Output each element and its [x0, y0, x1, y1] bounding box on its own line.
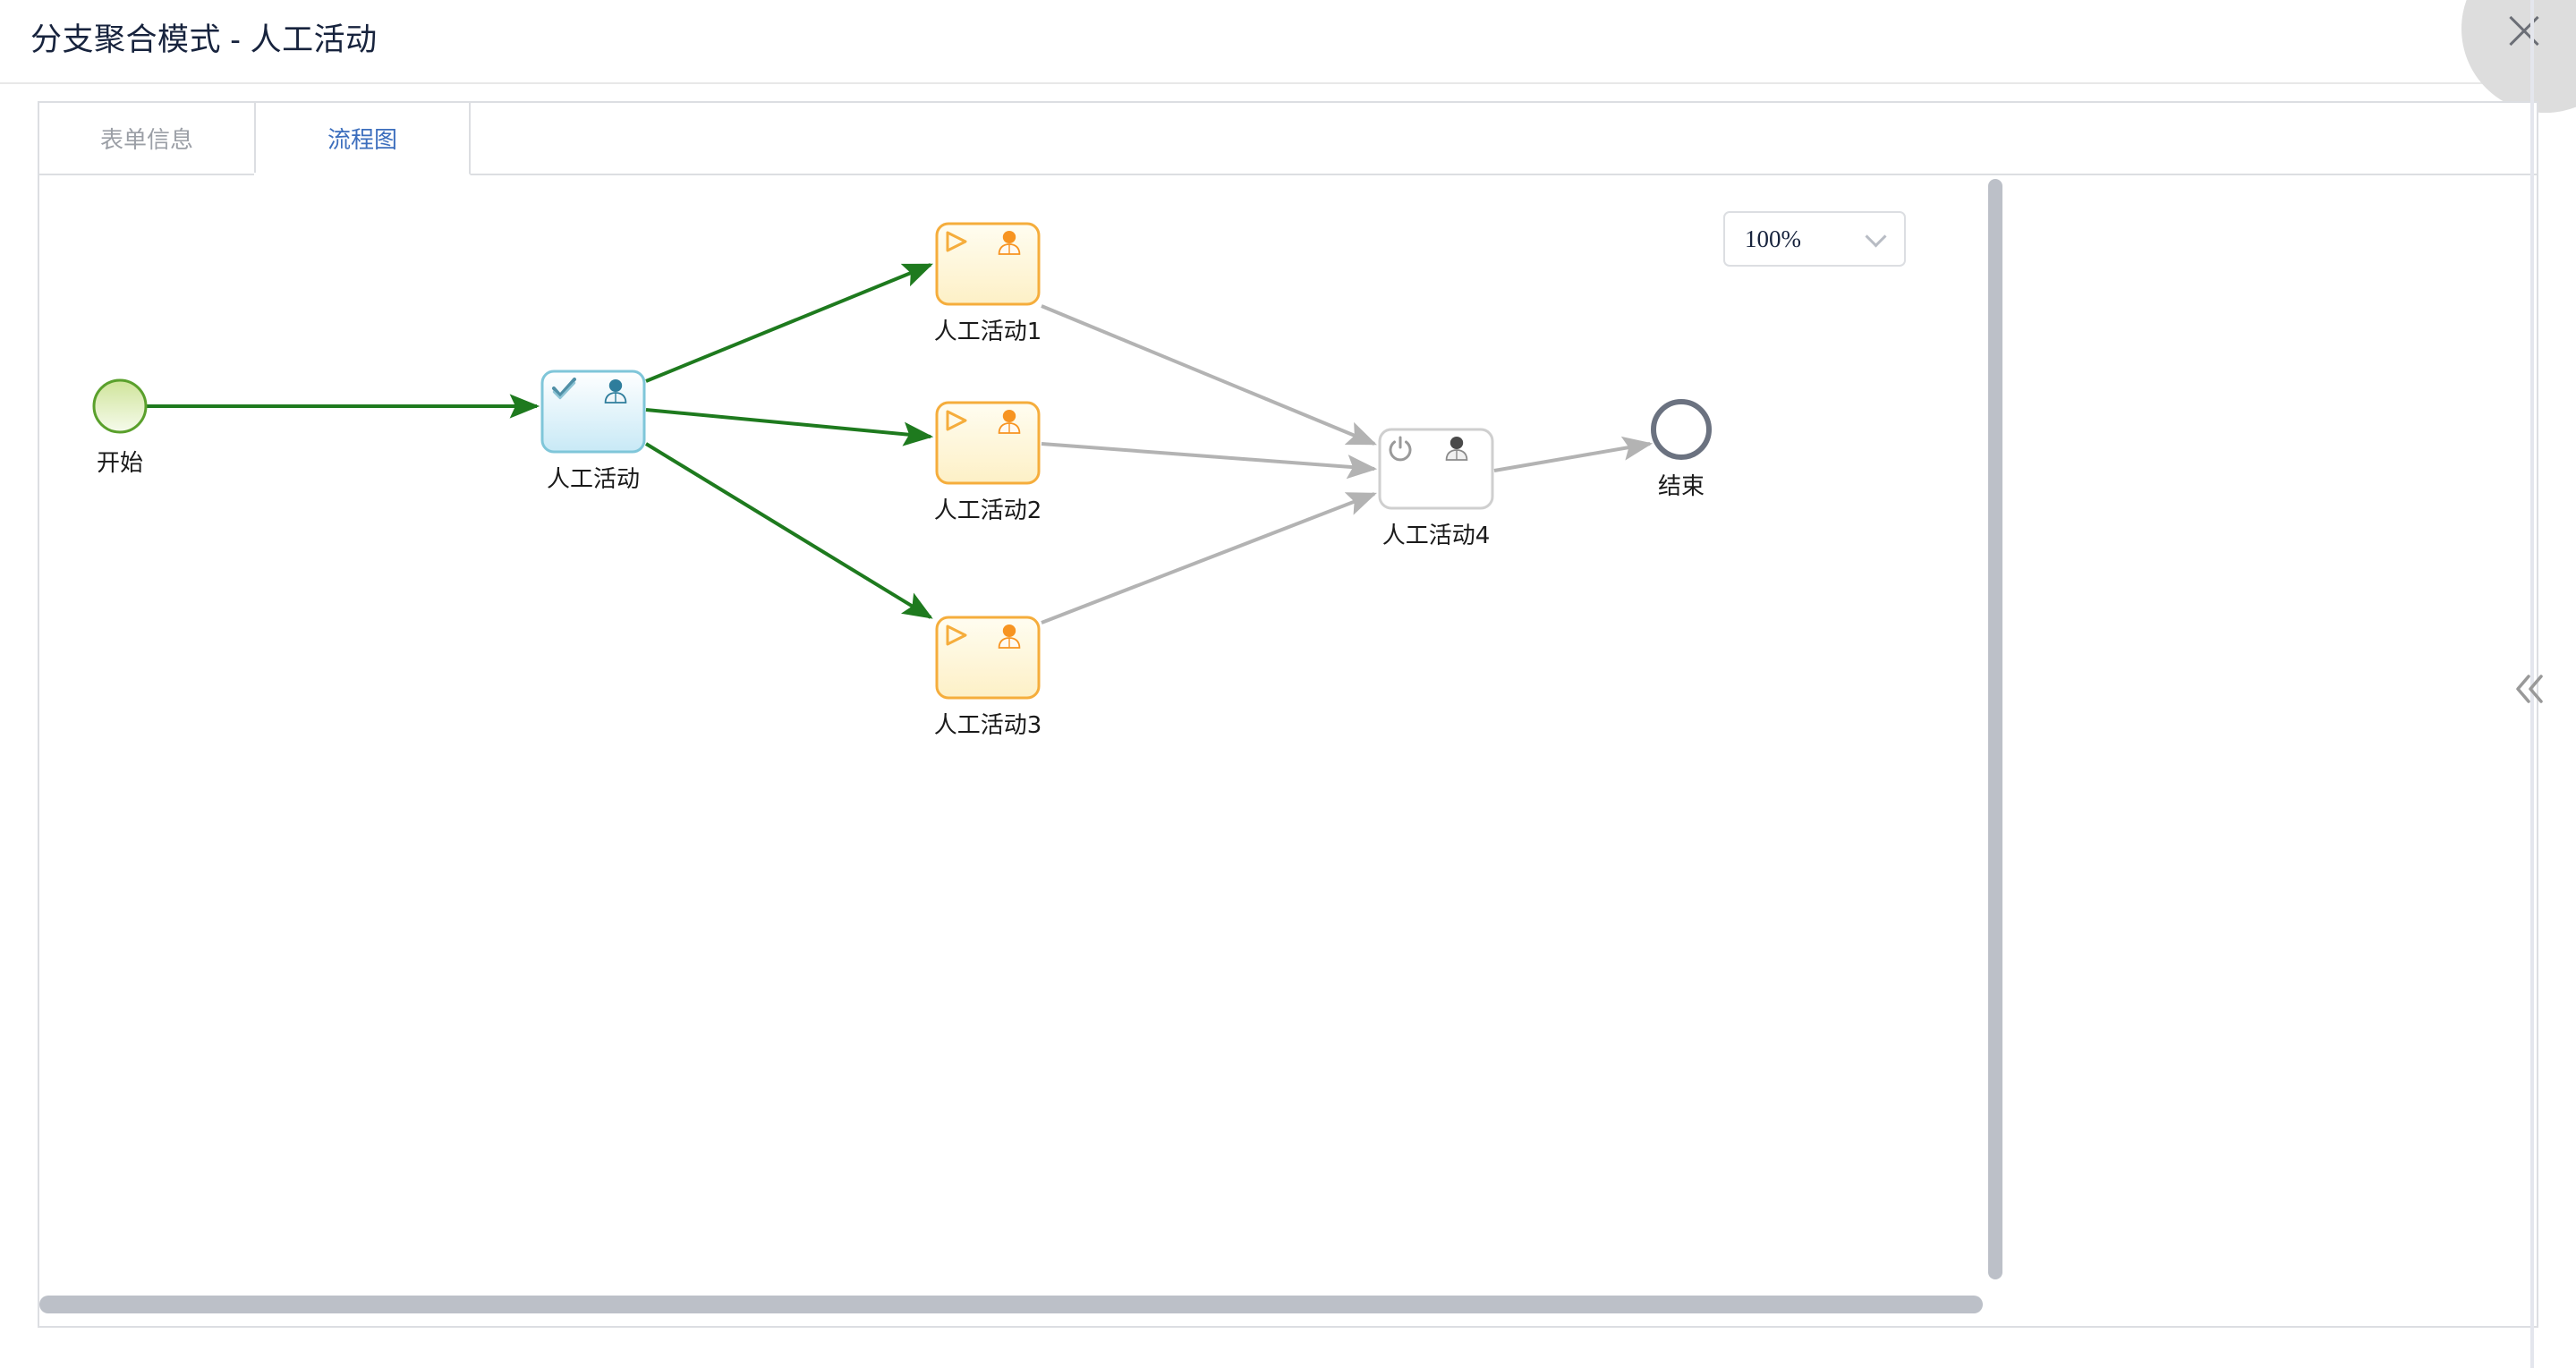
- tab-label: 表单信息: [99, 126, 193, 153]
- node-end[interactable]: 结束: [1651, 399, 1712, 500]
- edge-task2-task4: [1041, 442, 1378, 480]
- active-tab-merge: [254, 173, 467, 176]
- zoom-value: 100%: [1745, 225, 1801, 252]
- edge-task0-task3: [644, 442, 933, 619]
- double-chevron-left-icon: [2516, 675, 2543, 703]
- tab-form-info[interactable]: 表单信息: [38, 101, 254, 175]
- tab-flow-chart[interactable]: 流程图: [254, 101, 471, 175]
- node-task3[interactable]: 人工活动3: [934, 616, 1042, 739]
- close-button[interactable]: [2461, 0, 2576, 113]
- edge-task0-task2: [645, 408, 934, 446]
- collapse-panel-button[interactable]: [2505, 662, 2559, 716]
- node-task1-label: 人工活动1: [934, 319, 1042, 345]
- flow-canvas-panel: 开始 人工活动: [38, 174, 2538, 1328]
- user-icon-orange: [998, 625, 1021, 649]
- node-start-label: 开始: [97, 450, 143, 477]
- edge-task1-task4: [1041, 304, 1377, 446]
- node-task0[interactable]: 人工活动: [540, 370, 646, 493]
- play-icon: [946, 410, 967, 431]
- tab-strip-filler: [468, 101, 2538, 175]
- power-icon: [1389, 436, 1412, 462]
- node-task4[interactable]: 人工活动4: [1378, 428, 1494, 549]
- edge-task3-task4: [1041, 492, 1377, 625]
- edge-task4-end: [1493, 436, 1654, 472]
- zoom-select[interactable]: 100%: [1723, 211, 1906, 267]
- node-task3-label: 人工活动3: [934, 712, 1042, 739]
- horizontal-scrollbar-thumb[interactable]: [39, 1296, 1983, 1313]
- vertical-scrollbar-thumb[interactable]: [1988, 179, 2002, 1279]
- chevron-down-icon: [1866, 229, 1886, 249]
- user-icon-gray: [1445, 437, 1468, 461]
- user-icon-blue: [604, 379, 627, 404]
- page-title: 分支聚合模式 - 人工活动: [30, 22, 378, 57]
- task-box: [540, 370, 646, 454]
- horizontal-scrollbar[interactable]: [39, 1296, 2535, 1313]
- close-icon: [2504, 11, 2544, 50]
- vertical-scrollbar[interactable]: [1988, 175, 2002, 1279]
- node-end-label: 结束: [1658, 473, 1705, 500]
- play-icon: [946, 625, 967, 646]
- user-icon-orange: [998, 231, 1021, 255]
- start-event-circle: [92, 378, 148, 434]
- panel-divider: [2530, 0, 2534, 1368]
- node-task2-label: 人工活动2: [934, 497, 1042, 524]
- edge-group-pending: [1041, 304, 1654, 625]
- play-icon: [946, 231, 967, 252]
- edge-task0-task1: [645, 263, 933, 383]
- edge-group-done: [147, 263, 934, 619]
- dialog-header: 分支聚合模式 - 人工活动: [0, 0, 2576, 113]
- node-task1[interactable]: 人工活动1: [934, 222, 1042, 345]
- node-start[interactable]: 开始: [92, 378, 148, 477]
- task-box: [1378, 428, 1494, 510]
- node-task2[interactable]: 人工活动2: [934, 401, 1042, 524]
- node-task0-label: 人工活动: [547, 466, 640, 493]
- tab-strip: 表单信息 流程图: [38, 101, 471, 175]
- flow-diagram: 开始 人工活动: [92, 222, 1712, 739]
- user-icon-orange: [998, 410, 1021, 434]
- check-icon: [552, 378, 576, 400]
- tab-label: 流程图: [327, 126, 397, 153]
- node-task4-label: 人工活动4: [1382, 523, 1491, 549]
- end-event-circle: [1651, 399, 1712, 460]
